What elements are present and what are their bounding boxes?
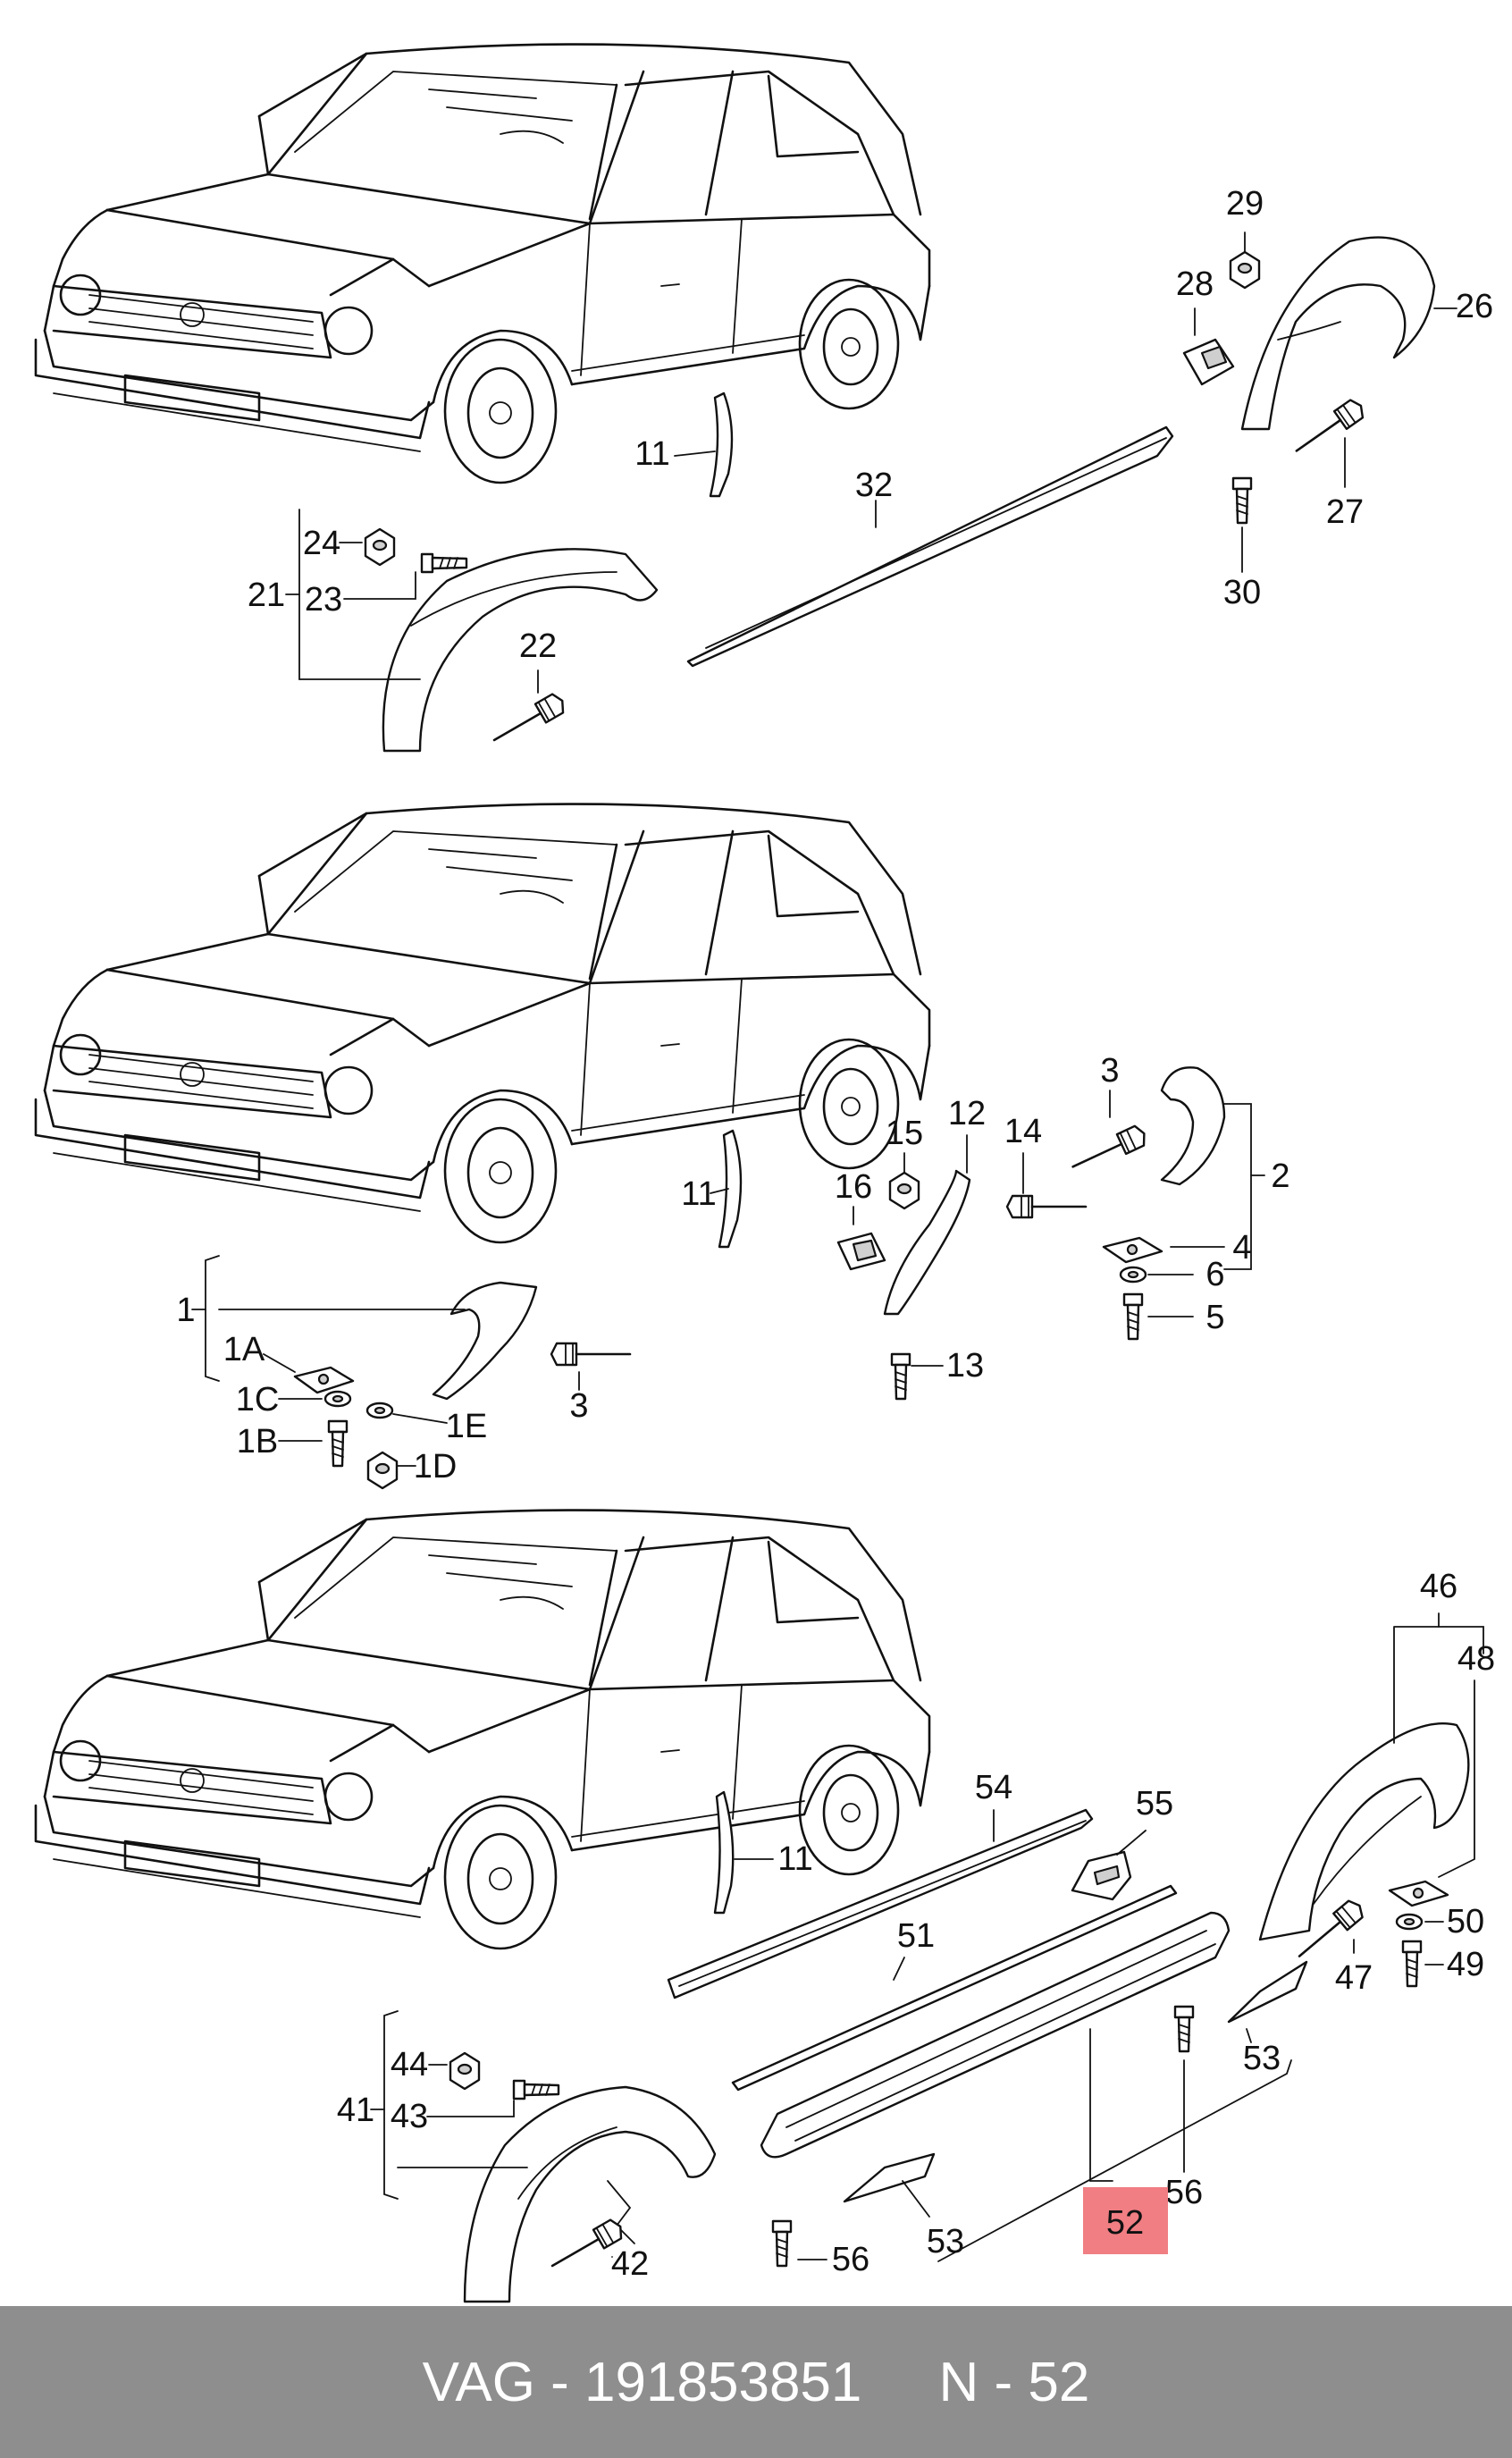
part-11-trim-top <box>709 391 734 498</box>
part-30-bolt <box>1231 476 1253 525</box>
callout-47: 47 <box>1335 1959 1373 1997</box>
part-5-screw <box>1122 1292 1144 1341</box>
part-13-bolt <box>890 1352 911 1401</box>
part-53-end-cap-rear <box>1227 1960 1308 2024</box>
callout-50: 50 <box>1447 1903 1484 1940</box>
part-number-label: VAG - 191853851 N - 52 <box>422 2351 1090 2413</box>
callout-46: 46 <box>1420 1568 1457 1605</box>
vehicle-illustration-middle <box>34 803 931 1244</box>
part-1E-washer <box>365 1402 394 1419</box>
footer-bar: VAG - 191853851 N - 52 <box>0 2306 1512 2458</box>
part-1C-washer <box>323 1390 352 1408</box>
callout-53-front: 53 <box>927 2223 964 2260</box>
callout-13: 13 <box>946 1347 984 1385</box>
part-1B-screw <box>327 1419 349 1468</box>
vehicle-illustration-top <box>34 43 931 484</box>
callout-23: 23 <box>305 581 342 619</box>
callout-12: 12 <box>948 1095 986 1132</box>
vehicle-illustration-bottom <box>34 1509 931 1950</box>
callout-42: 42 <box>611 2245 649 2283</box>
part-14-pin <box>1005 1194 1088 1219</box>
callout-43: 43 <box>391 2098 428 2135</box>
callout-11-top: 11 <box>634 435 669 473</box>
callout-1A: 1A <box>223 1331 265 1368</box>
part-48-clip <box>1388 1880 1449 1907</box>
part-6-washer <box>1119 1266 1147 1284</box>
callout-3-rear: 3 <box>1100 1052 1119 1090</box>
callout-11-bottom: 11 <box>777 1840 812 1878</box>
parts-diagram: 11 32 26 29 28 27 30 21 24 23 22 11 2 <box>34 43 1495 2303</box>
part-26-rear-wheel-arch <box>1240 236 1436 431</box>
part-28-clip <box>1182 338 1235 386</box>
part-16-clip <box>836 1232 886 1271</box>
callout-6: 6 <box>1205 1256 1224 1293</box>
highlight-part-52: 52 <box>1083 2187 1168 2254</box>
part-11-trim-middle <box>718 1129 743 1249</box>
callout-51: 51 <box>897 1917 935 1955</box>
callout-1C: 1C <box>236 1381 280 1418</box>
callout-26: 26 <box>1456 288 1493 325</box>
part-50-washer <box>1395 1913 1424 1931</box>
part-24-nut <box>364 527 396 567</box>
part-22-pin <box>487 690 569 751</box>
part-53-end-cap-front <box>843 2152 936 2203</box>
callout-30: 30 <box>1223 574 1261 611</box>
callout-3-front: 3 <box>569 1387 588 1425</box>
part-56-bolt-front <box>771 2219 793 2268</box>
callout-49: 49 <box>1447 1946 1484 1983</box>
part-2-rear-arch-liner <box>1160 1066 1226 1186</box>
part-12-trim-piece <box>883 1169 971 1316</box>
part-21-front-wheel-arch <box>382 548 659 753</box>
callout-2: 2 <box>1271 1157 1289 1195</box>
part-11-trim-bottom <box>713 1790 735 1915</box>
callout-5: 5 <box>1205 1299 1224 1336</box>
part-1D-nut <box>366 1451 399 1490</box>
part-43-bolt <box>512 2079 560 2100</box>
part-44-nut <box>449 2051 481 2091</box>
part-3-pin-rear <box>1067 1122 1150 1178</box>
callout-56-front: 56 <box>832 2241 869 2278</box>
highlight-box <box>1083 2187 1168 2254</box>
callout-27: 27 <box>1326 493 1364 531</box>
part-23-bolt <box>420 552 468 574</box>
callout-56-rear: 56 <box>1165 2174 1203 2211</box>
callout-29: 29 <box>1226 185 1264 223</box>
callout-48: 48 <box>1457 1640 1495 1678</box>
callout-22: 22 <box>519 627 557 665</box>
part-4-clip <box>1102 1236 1163 1264</box>
callout-24: 24 <box>303 525 340 562</box>
callout-1D: 1D <box>414 1448 458 1486</box>
part-46-rear-arch-liner <box>1258 1721 1470 1941</box>
part-56-bolt-rear <box>1173 2005 1195 2053</box>
callout-41: 41 <box>337 2092 374 2129</box>
callout-28: 28 <box>1176 265 1214 303</box>
callout-4: 4 <box>1232 1229 1251 1267</box>
callout-32: 32 <box>855 467 893 504</box>
callout-14: 14 <box>1004 1113 1042 1150</box>
part-49-screw <box>1401 1940 1423 1988</box>
part-15-nut <box>888 1171 920 1210</box>
part-52-side-sill-panel <box>760 1911 1231 2159</box>
callout-1B: 1B <box>237 1423 278 1460</box>
part-29-nut <box>1229 250 1261 290</box>
callout-55: 55 <box>1136 1785 1173 1822</box>
callout-15: 15 <box>886 1115 923 1152</box>
part-41-front-arch-liner <box>463 2085 717 2303</box>
part-1-front-arch-liner <box>432 1281 538 1401</box>
callout-21: 21 <box>248 577 285 614</box>
part-32-body-molding <box>686 425 1174 668</box>
part-27-pin <box>1289 395 1369 461</box>
callout-16: 16 <box>835 1168 872 1206</box>
part-3-pin-front <box>550 1342 632 1367</box>
callout-53-rear: 53 <box>1243 2040 1281 2077</box>
callout-52: 52 <box>1106 2204 1144 2242</box>
callout-54: 54 <box>975 1769 1012 1806</box>
part-1A-clip <box>293 1366 355 1394</box>
callout-1E: 1E <box>446 1408 487 1445</box>
callout-44: 44 <box>391 2046 428 2083</box>
callout-1: 1 <box>176 1292 195 1329</box>
callout-11-middle: 11 <box>681 1175 716 1213</box>
part-51-molding <box>731 1884 1178 2092</box>
